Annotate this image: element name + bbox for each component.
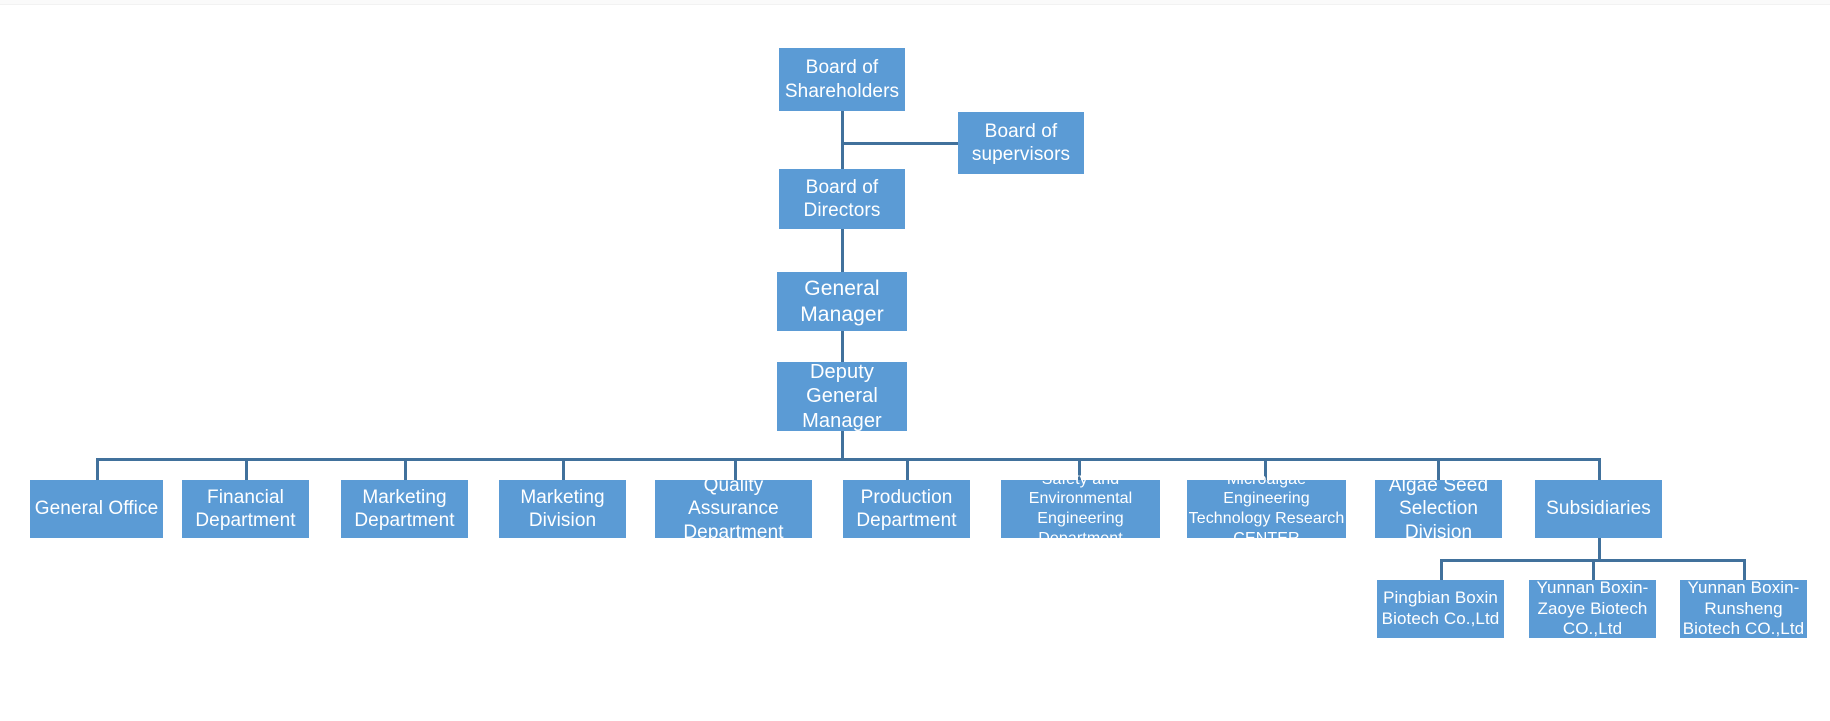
node-label-subsidiaries: Subsidiaries (1546, 498, 1651, 520)
top-edge-strip (0, 0, 1830, 5)
node-label-yunnan-boxin-runsheng-biotech: Yunnan Boxin- Runsheng Biotech CO.,Ltd (1682, 577, 1805, 639)
node-general-manager[interactable]: General Manager (777, 272, 907, 331)
connector-drop-general-office (96, 458, 99, 480)
node-label-board-of-directors: Board of Directors (803, 176, 881, 221)
node-label-board-of-supervisors: Board of supervisors (971, 120, 1071, 165)
node-subsidiaries[interactable]: Subsidiaries (1535, 480, 1662, 538)
node-yunnan-boxin-zaoye-biotech[interactable]: Yunnan Boxin- Zaoye Biotech CO.,Ltd (1529, 577, 1656, 639)
node-label-quality-assurance-department: Quality Assurance Department (683, 475, 784, 543)
node-safety-environmental-engineering-department[interactable]: Safety and Environmental Engineering Dep… (1001, 471, 1160, 547)
node-label-general-manager: General Manager (800, 276, 884, 326)
connector-drop-safety-environmental (1078, 458, 1081, 480)
node-label-microalgae-engineering-technology-research-center: Microalgae Engineering Technology Resear… (1188, 470, 1345, 547)
node-board-of-supervisors[interactable]: Board of supervisors (958, 112, 1084, 174)
node-label-general-office: General Office (34, 498, 159, 520)
node-label-yunnan-boxin-zaoye-biotech: Yunnan Boxin- Zaoye Biotech CO.,Ltd (1536, 577, 1649, 639)
node-algae-seed-selection-division[interactable]: Algae Seed Selection Division (1375, 475, 1502, 543)
connector-drop-marketing-department (404, 458, 407, 480)
connector-shareholders-to-supervisors (841, 142, 960, 145)
node-board-of-shareholders[interactable]: Board of Shareholders (779, 48, 905, 111)
node-label-safety-environmental-engineering-department: Safety and Environmental Engineering Dep… (1028, 470, 1133, 547)
node-label-production-department: Production Department (856, 486, 957, 531)
connector-drop-production-department (906, 458, 909, 480)
connector-department-bus (96, 458, 1600, 461)
node-label-financial-department: Financial Department (195, 486, 296, 531)
connector-drop-financial-department (245, 458, 248, 480)
node-production-department[interactable]: Production Department (843, 480, 970, 538)
node-label-board-of-shareholders: Board of Shareholders (784, 57, 900, 102)
node-marketing-department[interactable]: Marketing Department (341, 480, 468, 538)
node-label-pingbian-boxin-biotech: Pingbian Boxin Biotech Co.,Ltd (1381, 588, 1500, 628)
node-marketing-division[interactable]: Marketing Division (499, 480, 626, 538)
node-financial-department[interactable]: Financial Department (182, 480, 309, 538)
node-label-algae-seed-selection-division: Algae Seed Selection Division (1388, 475, 1489, 543)
node-microalgae-engineering-technology-research-center[interactable]: Microalgae Engineering Technology Resear… (1187, 471, 1346, 547)
connector-drop-marketing-division (562, 458, 565, 480)
connector-drop-quality-assurance-department (734, 458, 737, 480)
connector-subsidiaries-stem (1598, 536, 1601, 561)
connector-gm-to-deputy-gm (841, 330, 844, 363)
connector-directors-to-general-manager (841, 228, 844, 273)
connector-drop-yunnan-boxin-runsheng (1743, 559, 1746, 581)
connector-drop-algae-seed-selection (1437, 458, 1440, 480)
node-label-marketing-division: Marketing Division (520, 486, 605, 531)
node-deputy-general-manager[interactable]: Deputy General Manager (777, 360, 907, 432)
node-label-deputy-general-manager: Deputy General Manager (802, 360, 882, 432)
node-quality-assurance-department[interactable]: Quality Assurance Department (655, 475, 812, 543)
connector-drop-microalgae-center (1264, 458, 1267, 480)
node-board-of-directors[interactable]: Board of Directors (779, 169, 905, 229)
connector-deputy-gm-stem (841, 430, 844, 460)
connector-drop-subsidiaries (1598, 458, 1601, 480)
connector-drop-yunnan-boxin-zaoye (1592, 559, 1595, 581)
connector-drop-pingbian-boxin (1440, 559, 1443, 581)
node-pingbian-boxin-biotech[interactable]: Pingbian Boxin Biotech Co.,Ltd (1377, 580, 1504, 638)
node-yunnan-boxin-runsheng-biotech[interactable]: Yunnan Boxin- Runsheng Biotech CO.,Ltd (1680, 577, 1807, 639)
node-label-marketing-department: Marketing Department (354, 486, 455, 531)
node-general-office[interactable]: General Office (30, 480, 163, 538)
